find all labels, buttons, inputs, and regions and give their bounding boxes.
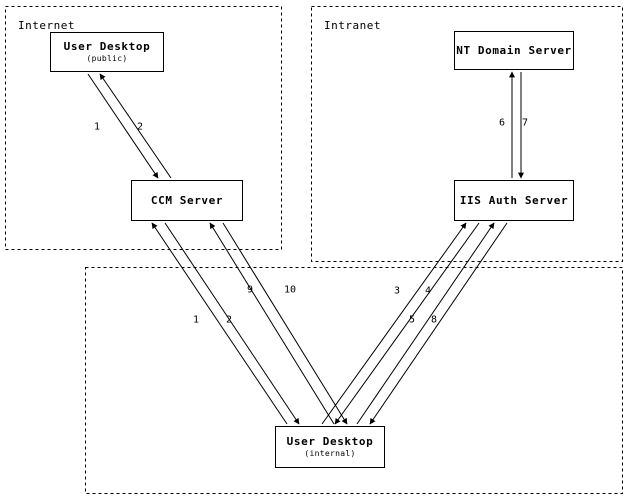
node-title: User Desktop [63,40,151,53]
node-title: User Desktop [286,435,374,448]
flow-step-label-5-6: 5 [408,314,416,326]
node-title: IIS Auth Server [459,194,569,207]
node-user-desktop-public[interactable]: User Desktop (public) [50,32,164,72]
flow-step-label-2-1: 2 [136,121,144,133]
flow-arrow-internal-to-ccm-9 [209,222,335,425]
node-title: NT Domain Server [456,44,572,57]
node-subtitle: (public) [86,54,128,63]
flow-arrow-ccm-to-internal-10 [222,222,348,425]
flow-step-label-2-3: 2 [225,314,233,326]
flow-arrow-iis-to-internal-4 [334,222,480,425]
node-subtitle: (internal) [304,449,356,458]
zone-label-internet: Internet [18,19,75,32]
flow-arrow-internal-to-ccm-1 [151,222,288,425]
flow-step-label-4-5: 4 [424,285,432,297]
node-nt-domain-server[interactable]: NT Domain Server [454,31,574,70]
flow-step-label-10-11: 10 [283,284,297,296]
zone-rect-internet [5,6,282,250]
node-ccm-server[interactable]: CCM Server [131,180,243,221]
flow-arrow-ccm-to-public-2 [99,73,172,179]
flow-step-label-8-9: 8 [430,314,438,326]
node-iis-auth-server[interactable]: IIS Auth Server [454,180,574,221]
flow-arrow-internal-to-iis-5 [356,222,495,425]
zone-rect-internal [85,267,623,494]
flow-step-label-3-4: 3 [393,285,401,297]
flow-arrow-iis-to-internal-8 [369,222,508,425]
flow-arrow-public-to-ccm-1 [87,73,159,179]
flow-step-label-9-10: 9 [246,284,254,296]
flow-step-label-7-8: 7 [521,117,529,129]
flow-step-label-6-7: 6 [498,117,506,129]
flow-step-label-1-2: 1 [192,314,200,326]
zone-label-intranet: Intranet [324,19,381,32]
node-user-desktop-internal[interactable]: User Desktop (internal) [275,426,385,468]
flow-step-label-1-0: 1 [93,121,101,133]
node-title: CCM Server [150,194,224,207]
flow-arrow-ccm-to-internal-2 [164,222,300,425]
flow-arrow-internal-to-iis-3 [321,222,467,425]
zone-rect-intranet [311,6,623,262]
